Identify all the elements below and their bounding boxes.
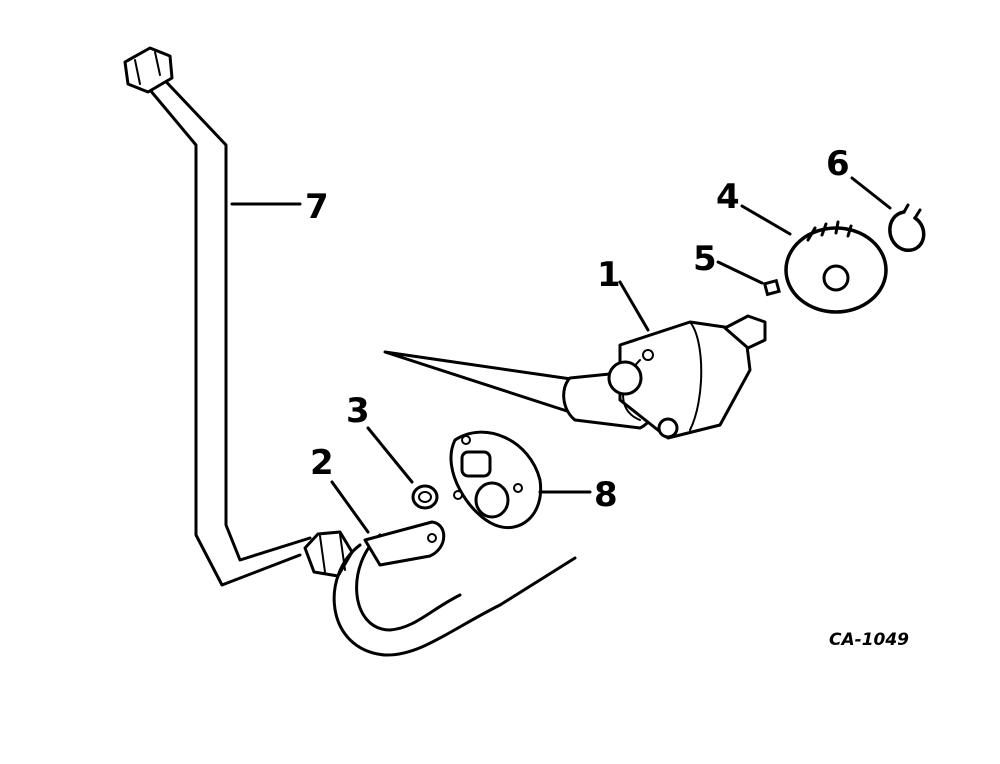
callout-3: 3 (346, 391, 370, 431)
callout-7: 7 (305, 187, 329, 227)
part-3-o-ring (411, 484, 439, 510)
callout-5: 5 (693, 239, 717, 279)
part-6-snap-ring (888, 203, 926, 252)
part-8-cover-plate (449, 430, 543, 530)
part-4-gear (784, 220, 888, 314)
leader-1 (618, 280, 650, 332)
callout-labels: 1 2 3 4 5 6 7 8 (305, 144, 850, 515)
leader-6 (850, 176, 892, 210)
leader-3 (366, 426, 414, 484)
callout-8: 8 (594, 475, 618, 515)
leader-4 (740, 204, 792, 236)
callout-1: 1 (597, 255, 621, 295)
figure-code: CA-1049 (829, 630, 909, 650)
part-2-inlet-tube (332, 520, 577, 657)
callout-6: 6 (826, 144, 850, 184)
callout-2: 2 (310, 443, 334, 483)
callout-4: 4 (716, 177, 740, 217)
part-7-tube (123, 46, 354, 587)
leader-2 (330, 480, 370, 534)
part-5-key (762, 278, 781, 297)
part-1-oil-pump (383, 314, 767, 440)
leader-lines (230, 176, 892, 534)
leader-5 (716, 260, 764, 285)
